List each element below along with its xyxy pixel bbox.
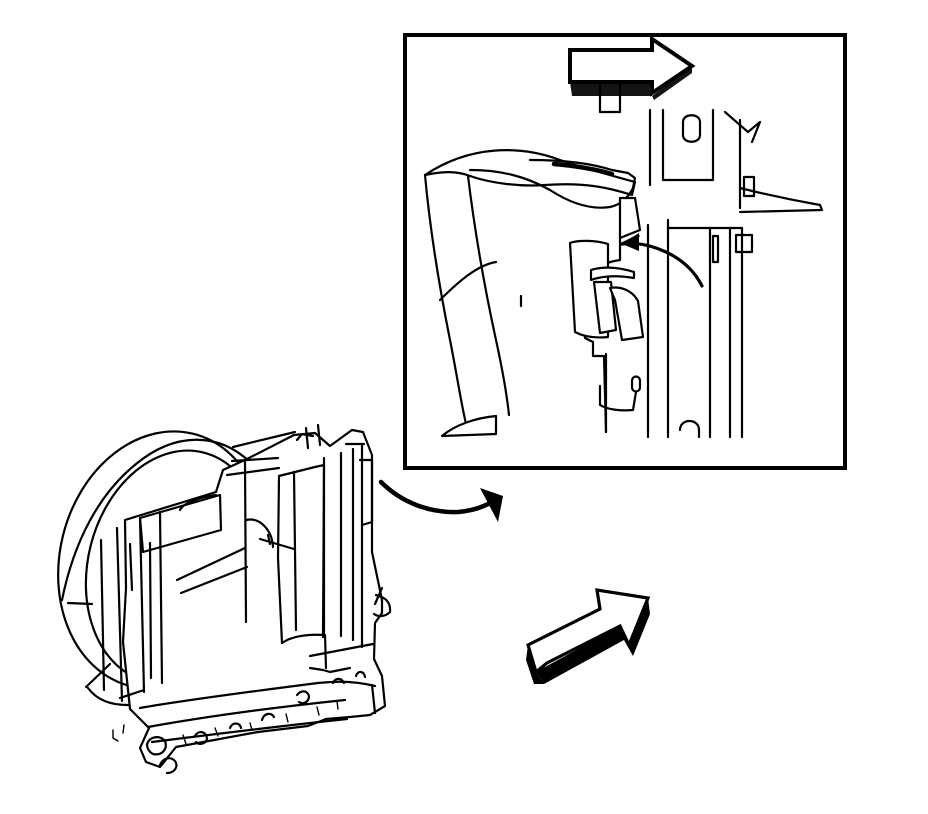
detail-inset	[403, 33, 847, 470]
direction-arrow-top	[568, 35, 696, 100]
curved-callout-arrow	[378, 479, 503, 522]
direction-arrow-bottom	[526, 588, 651, 684]
fan-shroud-assembly	[57, 423, 392, 775]
latch-pointer-arrow	[620, 233, 640, 251]
